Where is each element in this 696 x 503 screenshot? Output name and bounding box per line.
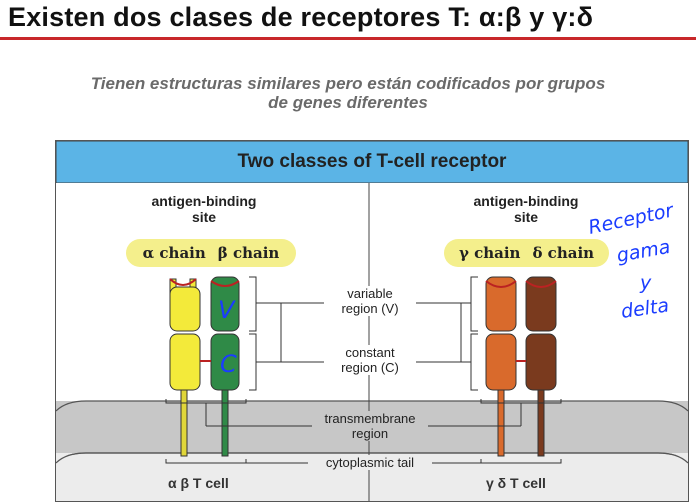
membrane-top-edge [56,400,688,412]
slide-subtitle: Tienen estructuras similares pero están … [0,74,696,112]
beta-chain [210,276,240,457]
alpha-chain [169,278,201,457]
alpha-chain-label: α chain [142,244,206,262]
side-note-line-2: gama [615,236,672,267]
constant-region-label: constant region (C) [324,345,416,375]
cytoplasmic-tail-label: cytoplasmic tail [308,455,432,470]
slide-title: Existen dos clases de receptores T: α:β … [8,2,594,32]
right-chain-pill: γ chain δ chain [444,239,609,267]
delta-chain-label: δ chain [532,244,595,262]
diagram-graphics [56,141,688,501]
subtitle-line-2: de genes diferentes [268,93,428,112]
gamma-delta-cell-label: γ δ T cell [486,475,546,491]
right-region-brackets [411,276,562,464]
side-note-line-3: y [639,272,652,294]
subtitle-line-1: Tienen estructuras similares pero están … [90,74,606,93]
left-antigen-binding-label: antigen-binding site [151,193,257,225]
tcr-diagram: Two classes of T-cell receptor antigen-b… [55,140,689,502]
beta-chain-label: β chain [217,244,280,262]
left-chain-pill: α chain β chain [126,239,296,267]
delta-chain [525,276,557,457]
variable-region-label: variable region (V) [324,286,416,316]
gamma-chain [485,276,517,457]
handwritten-v: V [218,296,236,324]
gamma-chain-label: γ chain [458,244,521,262]
side-note-line-4: delta [620,294,671,322]
transmembrane-region-label: transmembrane region [312,411,428,441]
alpha-beta-cell-label: α β T cell [168,475,229,491]
title-rule [0,37,696,40]
right-antigen-binding-label: antigen-binding site [473,193,579,225]
left-region-brackets [165,276,326,464]
handwritten-side-note: Receptor gama y delta [586,199,676,323]
side-note-line-1: Receptor [586,199,676,239]
handwritten-c: C [220,350,237,378]
diagram-header [56,141,688,184]
diagram-title: Two classes of T-cell receptor [237,151,507,172]
